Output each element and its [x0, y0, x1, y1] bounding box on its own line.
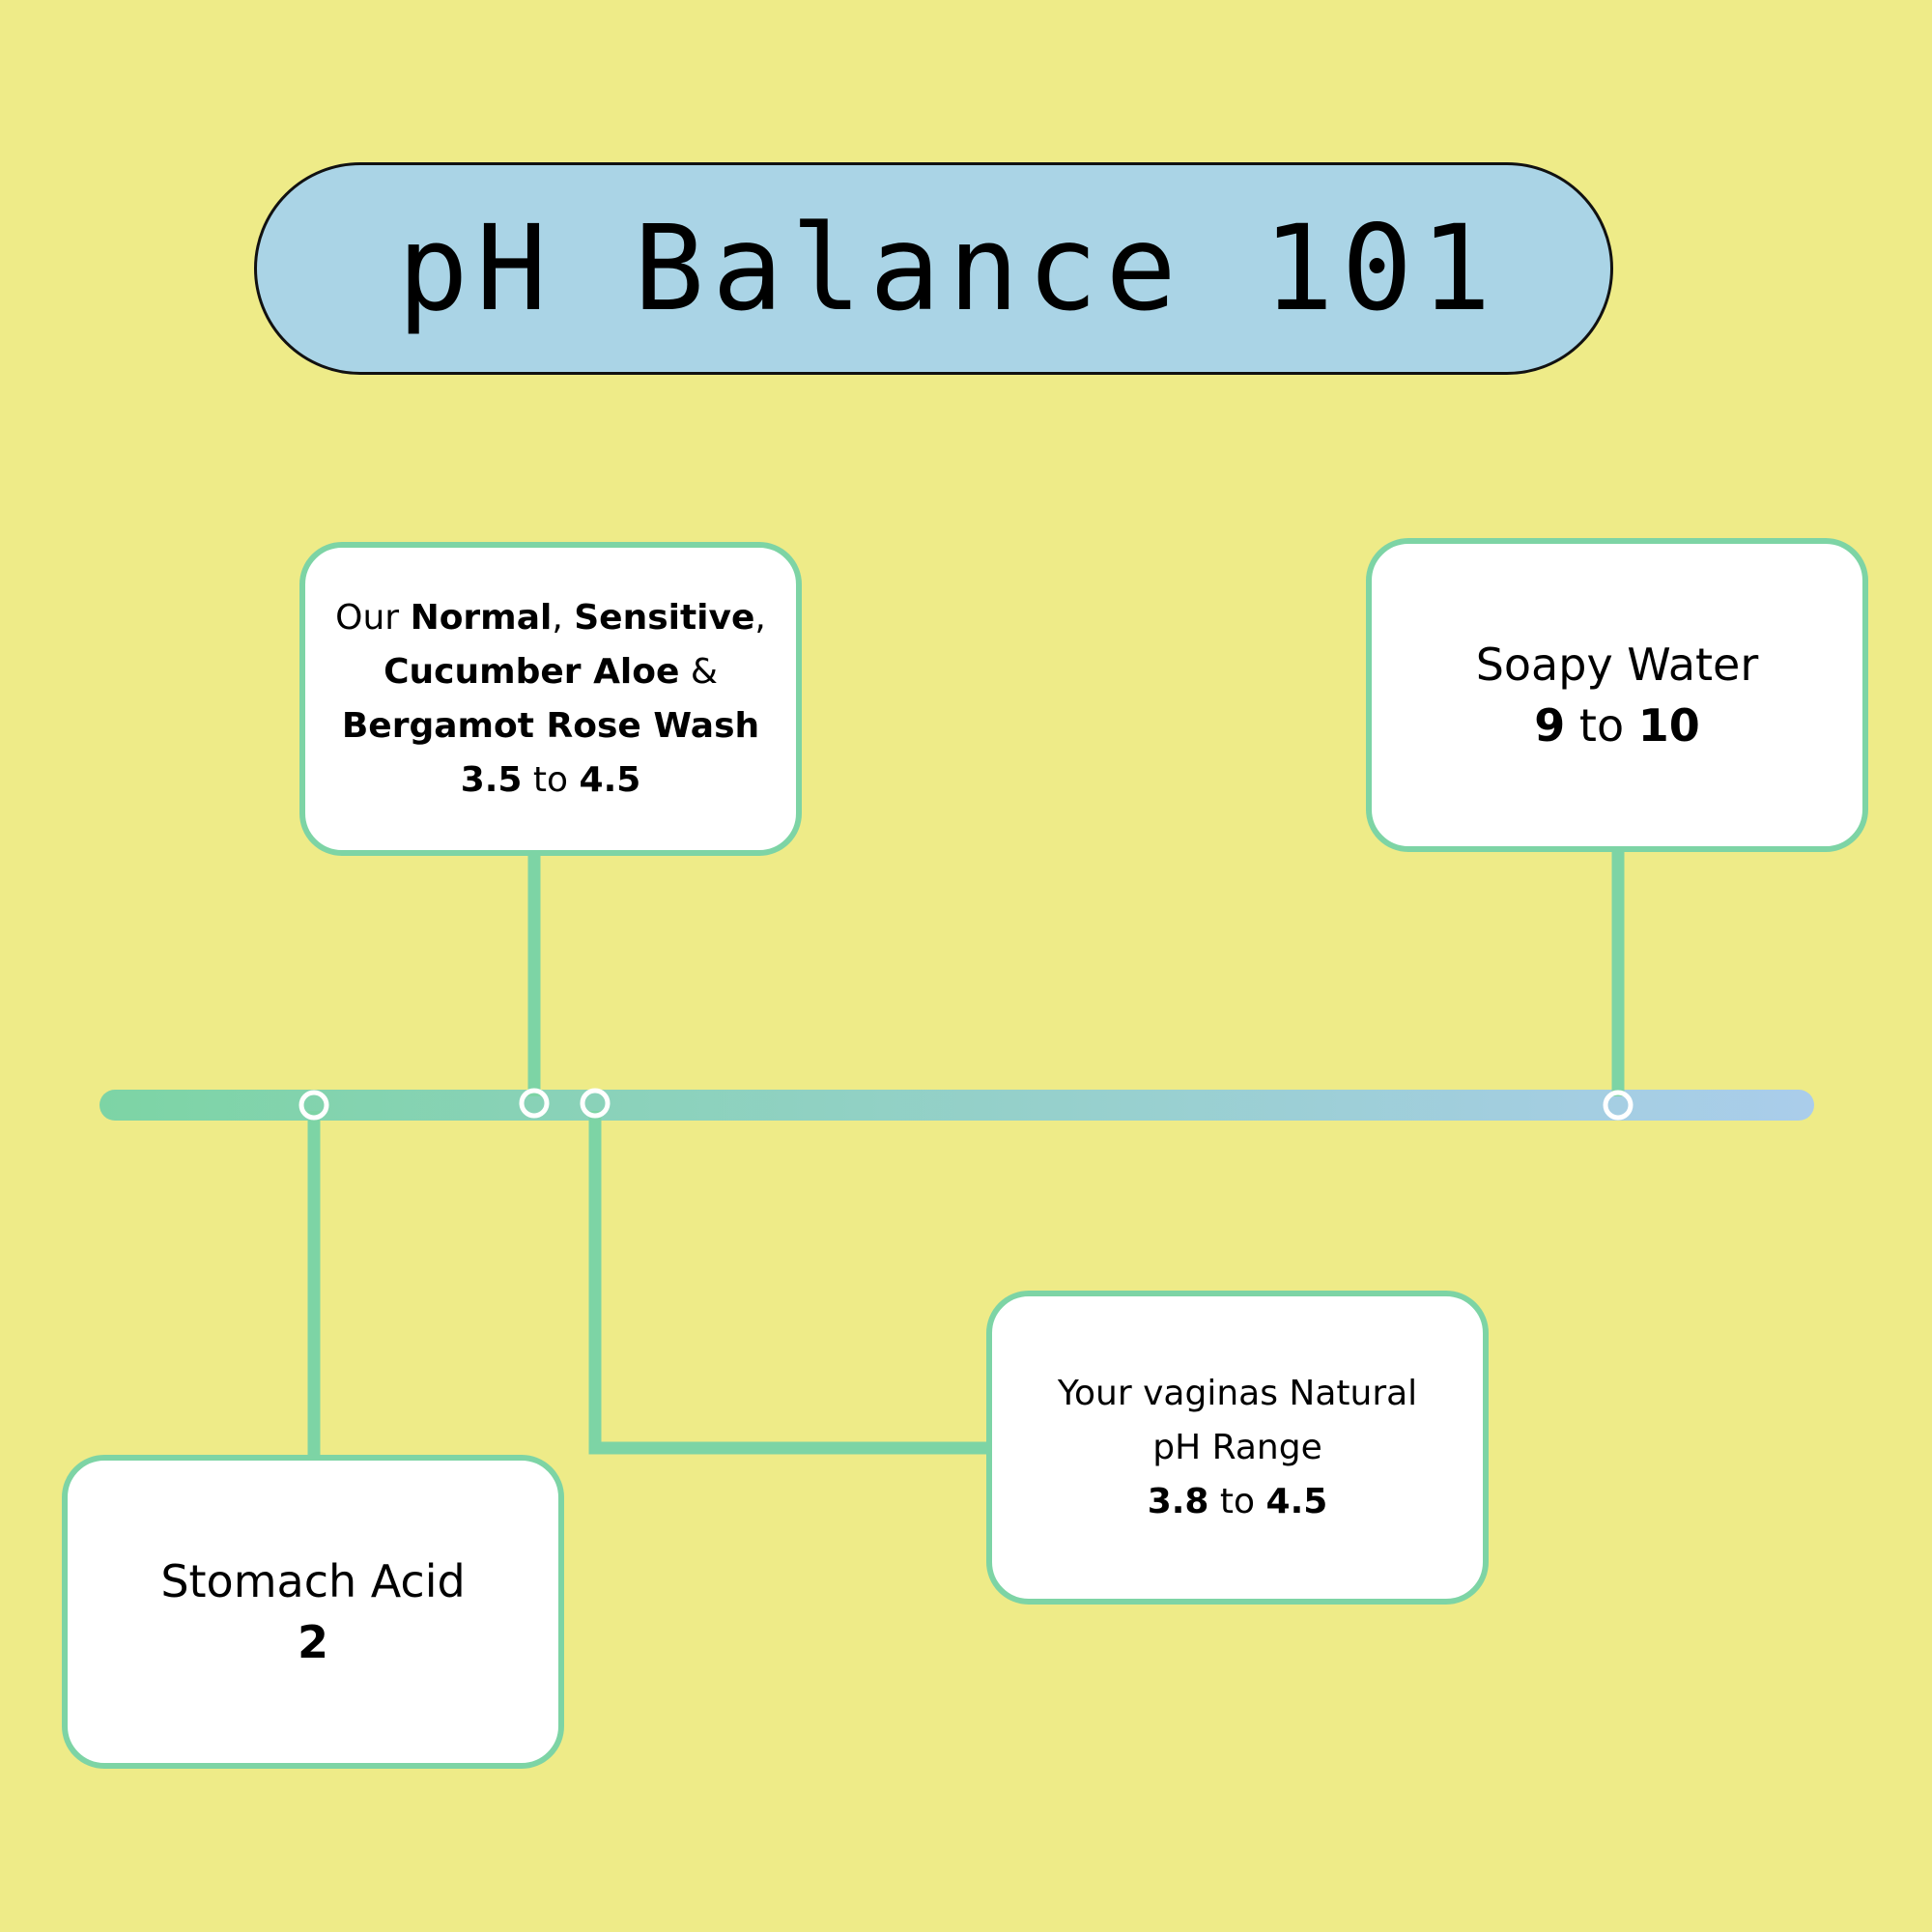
product-name-cucumber-aloe: Cucumber Aloe [384, 651, 680, 692]
title-banner: pH Balance 101 [254, 162, 1613, 375]
products-range-high: 4.5 [579, 759, 641, 800]
products-separator: , [552, 597, 575, 638]
soapy-range-high: 10 [1637, 698, 1700, 752]
vaginal-range-low: 3.8 [1147, 1481, 1209, 1521]
range-to: to [1208, 1481, 1266, 1521]
products-separator: , [754, 597, 766, 638]
soapy-water-label: Soapy Water [1475, 638, 1759, 691]
soapy-range-low: 9 [1534, 698, 1566, 752]
product-name-normal: Normal [410, 597, 553, 638]
stomach-acid-card: Stomach Acid 2 [62, 1455, 564, 1769]
marker-products [519, 1088, 550, 1119]
vaginal-ph-card: Your vaginas Natural pH Range 3.8 to 4.5 [986, 1291, 1489, 1605]
products-prefix: Our [335, 597, 411, 638]
stomach-acid-value: 2 [298, 1612, 328, 1673]
products-separator: & [679, 651, 718, 692]
range-to: to [522, 759, 580, 800]
marker-vaginal [580, 1088, 611, 1119]
connector-vaginal [588, 1111, 988, 1455]
marker-soapy [1603, 1090, 1634, 1121]
product-name-sensitive: Sensitive [574, 597, 755, 638]
products-card: Our Normal, Sensitive, Cucumber Aloe & B… [299, 542, 802, 856]
marker-stomach [298, 1090, 329, 1121]
products-line-2: Cucumber Aloe & [384, 645, 718, 699]
vaginal-label-line-1: Your vaginas Natural [1057, 1373, 1418, 1413]
products-range: 3.5 to 4.5 [461, 753, 641, 808]
soapy-water-range: 9 to 10 [1534, 696, 1699, 756]
ph-scale-bar [99, 1090, 1814, 1121]
soapy-water-card: Soapy Water 9 to 10 [1366, 538, 1868, 852]
page-title: pH Balance 101 [397, 200, 1499, 337]
stomach-acid-label: Stomach Acid [160, 1554, 466, 1607]
product-name-bergamot-rose: Bergamot Rose Wash [341, 705, 760, 746]
vaginal-label-line-2: pH Range [1152, 1427, 1322, 1467]
products-range-low: 3.5 [460, 759, 523, 800]
range-to: to [1565, 698, 1638, 752]
vaginal-range-high: 4.5 [1265, 1481, 1328, 1521]
stomach-acid-ph: 2 [297, 1615, 328, 1668]
vaginal-range: 3.8 to 4.5 [1148, 1475, 1328, 1529]
products-line-1: Our Normal, Sensitive, [335, 591, 766, 645]
products-line-3: Bergamot Rose Wash [342, 699, 759, 753]
